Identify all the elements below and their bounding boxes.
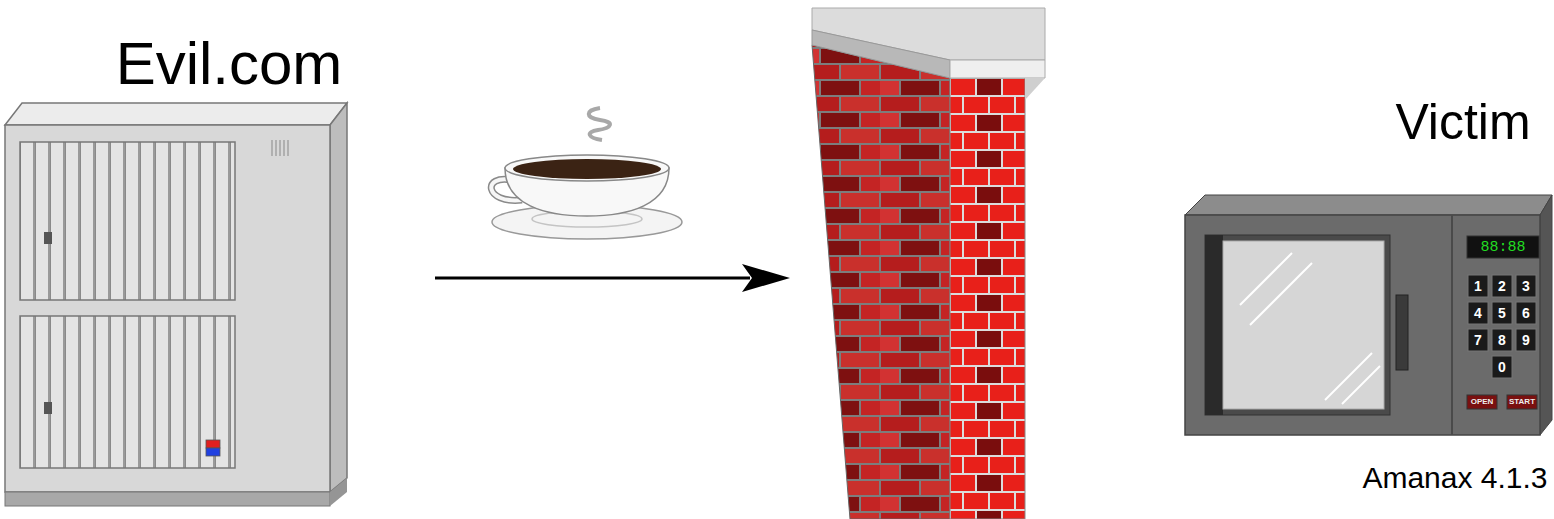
keypad-key: 4 xyxy=(1474,306,1482,320)
keypad-key: 3 xyxy=(1522,279,1530,293)
open-button: OPEN xyxy=(1471,398,1494,406)
victim-label: Victim xyxy=(1395,97,1530,147)
keypad-key: 8 xyxy=(1498,333,1506,347)
model-label: Amanax 4.1.3 xyxy=(1362,463,1547,493)
server-illustration xyxy=(5,103,347,506)
firewall xyxy=(812,8,1045,519)
microwave xyxy=(1185,195,1552,435)
server-name: Evil.com xyxy=(116,34,343,94)
keypad-key: 5 xyxy=(1498,306,1506,320)
display-digits: 88:88 xyxy=(1480,240,1525,255)
microwave-node: VictimAmanax 4.1.3 xyxy=(1180,80,1554,515)
arrow xyxy=(435,264,790,292)
keypad-key: 1 xyxy=(1474,279,1482,293)
keypad-key: 2 xyxy=(1498,279,1506,293)
keypad-key: 6 xyxy=(1522,306,1530,320)
start-button: START xyxy=(1509,398,1535,406)
keypad-key: 0 xyxy=(1498,360,1506,374)
keypad-key: 7 xyxy=(1474,333,1482,347)
server-node: Evil.com xyxy=(0,0,400,515)
keypad-key: 9 xyxy=(1522,333,1530,347)
coffee-cup xyxy=(491,62,682,239)
